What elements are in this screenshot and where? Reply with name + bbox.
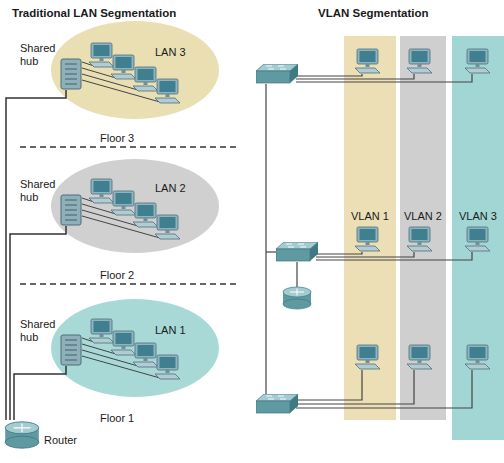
lan-pc-part bbox=[155, 215, 180, 239]
node-label: VLAN 1 bbox=[351, 210, 389, 223]
hub-icon bbox=[61, 59, 81, 89]
lan-ellipse-fill bbox=[51, 299, 219, 397]
vlan-band-fill bbox=[452, 36, 504, 440]
vlan-pc-part bbox=[465, 49, 490, 73]
hub-icon bbox=[61, 195, 81, 225]
label-slot: VLAN Segmentation bbox=[318, 3, 429, 21]
vlan-pc-part bbox=[407, 227, 432, 251]
vlan-pc-part bbox=[355, 227, 380, 251]
node-label: Shared hub bbox=[20, 318, 58, 344]
lan-pc-part bbox=[111, 191, 136, 215]
shared-hub: Shared hub bbox=[60, 58, 82, 90]
vlan-router bbox=[283, 287, 311, 309]
vlan-pc-part bbox=[407, 49, 432, 73]
vlan-pc-part bbox=[355, 49, 380, 73]
vlan-pc-part bbox=[465, 345, 490, 369]
shared-hub: Shared hub bbox=[60, 194, 82, 226]
lan-ellipse-shape bbox=[50, 20, 220, 120]
lan-pc-part bbox=[89, 179, 114, 203]
lan-pc-part bbox=[155, 355, 180, 379]
vlan-band-shape bbox=[400, 36, 446, 420]
floor-divider-part bbox=[20, 283, 236, 285]
node-label: VLAN 3 bbox=[459, 210, 497, 223]
vlan-switch-part bbox=[256, 394, 298, 413]
shared-hub-shape bbox=[60, 194, 82, 226]
node-label: LAN 2 bbox=[155, 182, 186, 195]
lan-pc-part bbox=[133, 67, 158, 91]
vlan-pc-part bbox=[407, 345, 432, 369]
shared-hub-shape bbox=[60, 58, 82, 90]
label-slot: Floor 3 bbox=[100, 128, 134, 146]
router: Router bbox=[4, 420, 40, 450]
shared-hub-shape bbox=[60, 334, 82, 366]
section-heading: VLAN Segmentation bbox=[318, 7, 429, 20]
floor-divider bbox=[20, 147, 236, 284]
lan-ellipse-fill bbox=[51, 21, 219, 119]
lan-ellipse: LAN 1 bbox=[50, 298, 220, 398]
vlan-switch-part bbox=[276, 242, 318, 261]
vlan-router-part bbox=[283, 287, 311, 309]
vlan-band: VLAN 2 bbox=[400, 36, 446, 420]
vlan-switch-part bbox=[256, 64, 298, 83]
floor-divider-part bbox=[20, 146, 236, 148]
shared-hub: Shared hub bbox=[60, 334, 82, 366]
section-heading: Traditional LAN Segmentation bbox=[12, 7, 176, 20]
vlan-switch bbox=[256, 64, 318, 413]
node-label: LAN 3 bbox=[155, 46, 186, 59]
lan-pc-part bbox=[89, 319, 114, 343]
vlan-band: VLAN 3 bbox=[452, 36, 504, 440]
vlan-band-fill bbox=[344, 36, 396, 420]
label-slot: Traditional LAN Segmentation bbox=[12, 3, 176, 21]
hub-uplink bbox=[10, 226, 66, 420]
switch-cable-part bbox=[265, 84, 266, 396]
switch-cable-part bbox=[296, 262, 297, 290]
vlan-band: VLAN 1 bbox=[344, 36, 396, 420]
vlan-band-fill bbox=[400, 36, 446, 420]
floor-label: Floor 3 bbox=[100, 132, 134, 145]
node-label: Shared hub bbox=[20, 42, 58, 68]
node-label: LAN 1 bbox=[155, 324, 186, 337]
lan-pc-part bbox=[111, 331, 136, 355]
floor-label: Floor 2 bbox=[100, 269, 134, 282]
hub-uplink bbox=[14, 366, 66, 420]
hub-icon bbox=[61, 335, 81, 365]
lan-pc-part bbox=[133, 203, 158, 227]
floor-label: Floor 1 bbox=[100, 412, 134, 425]
label-slot: Floor 1 bbox=[100, 408, 134, 426]
router-shape bbox=[4, 420, 40, 450]
label-slot: Floor 2 bbox=[100, 265, 134, 283]
node-label: VLAN 2 bbox=[404, 210, 442, 223]
lan-pc-part bbox=[133, 343, 158, 367]
lan-ellipse-shape bbox=[50, 158, 220, 254]
node-label: Router bbox=[44, 434, 77, 447]
lan-ellipse-shape bbox=[50, 298, 220, 398]
vlan-pc-part bbox=[465, 227, 490, 251]
vlan-pc-part bbox=[355, 345, 380, 369]
lan-ellipse-fill bbox=[51, 159, 219, 253]
lan-ellipse: LAN 3 bbox=[50, 20, 220, 120]
node-label: Shared hub bbox=[20, 178, 58, 204]
router-icon bbox=[5, 422, 39, 448]
lan-pc-part bbox=[89, 43, 114, 67]
lan-pc-part bbox=[155, 79, 180, 103]
lan-ellipse: LAN 2 bbox=[50, 158, 220, 254]
hub-uplink bbox=[6, 90, 66, 420]
vlan-band-shape bbox=[452, 36, 504, 440]
vlan-band-shape bbox=[344, 36, 396, 420]
lan-pc-part bbox=[111, 55, 136, 79]
